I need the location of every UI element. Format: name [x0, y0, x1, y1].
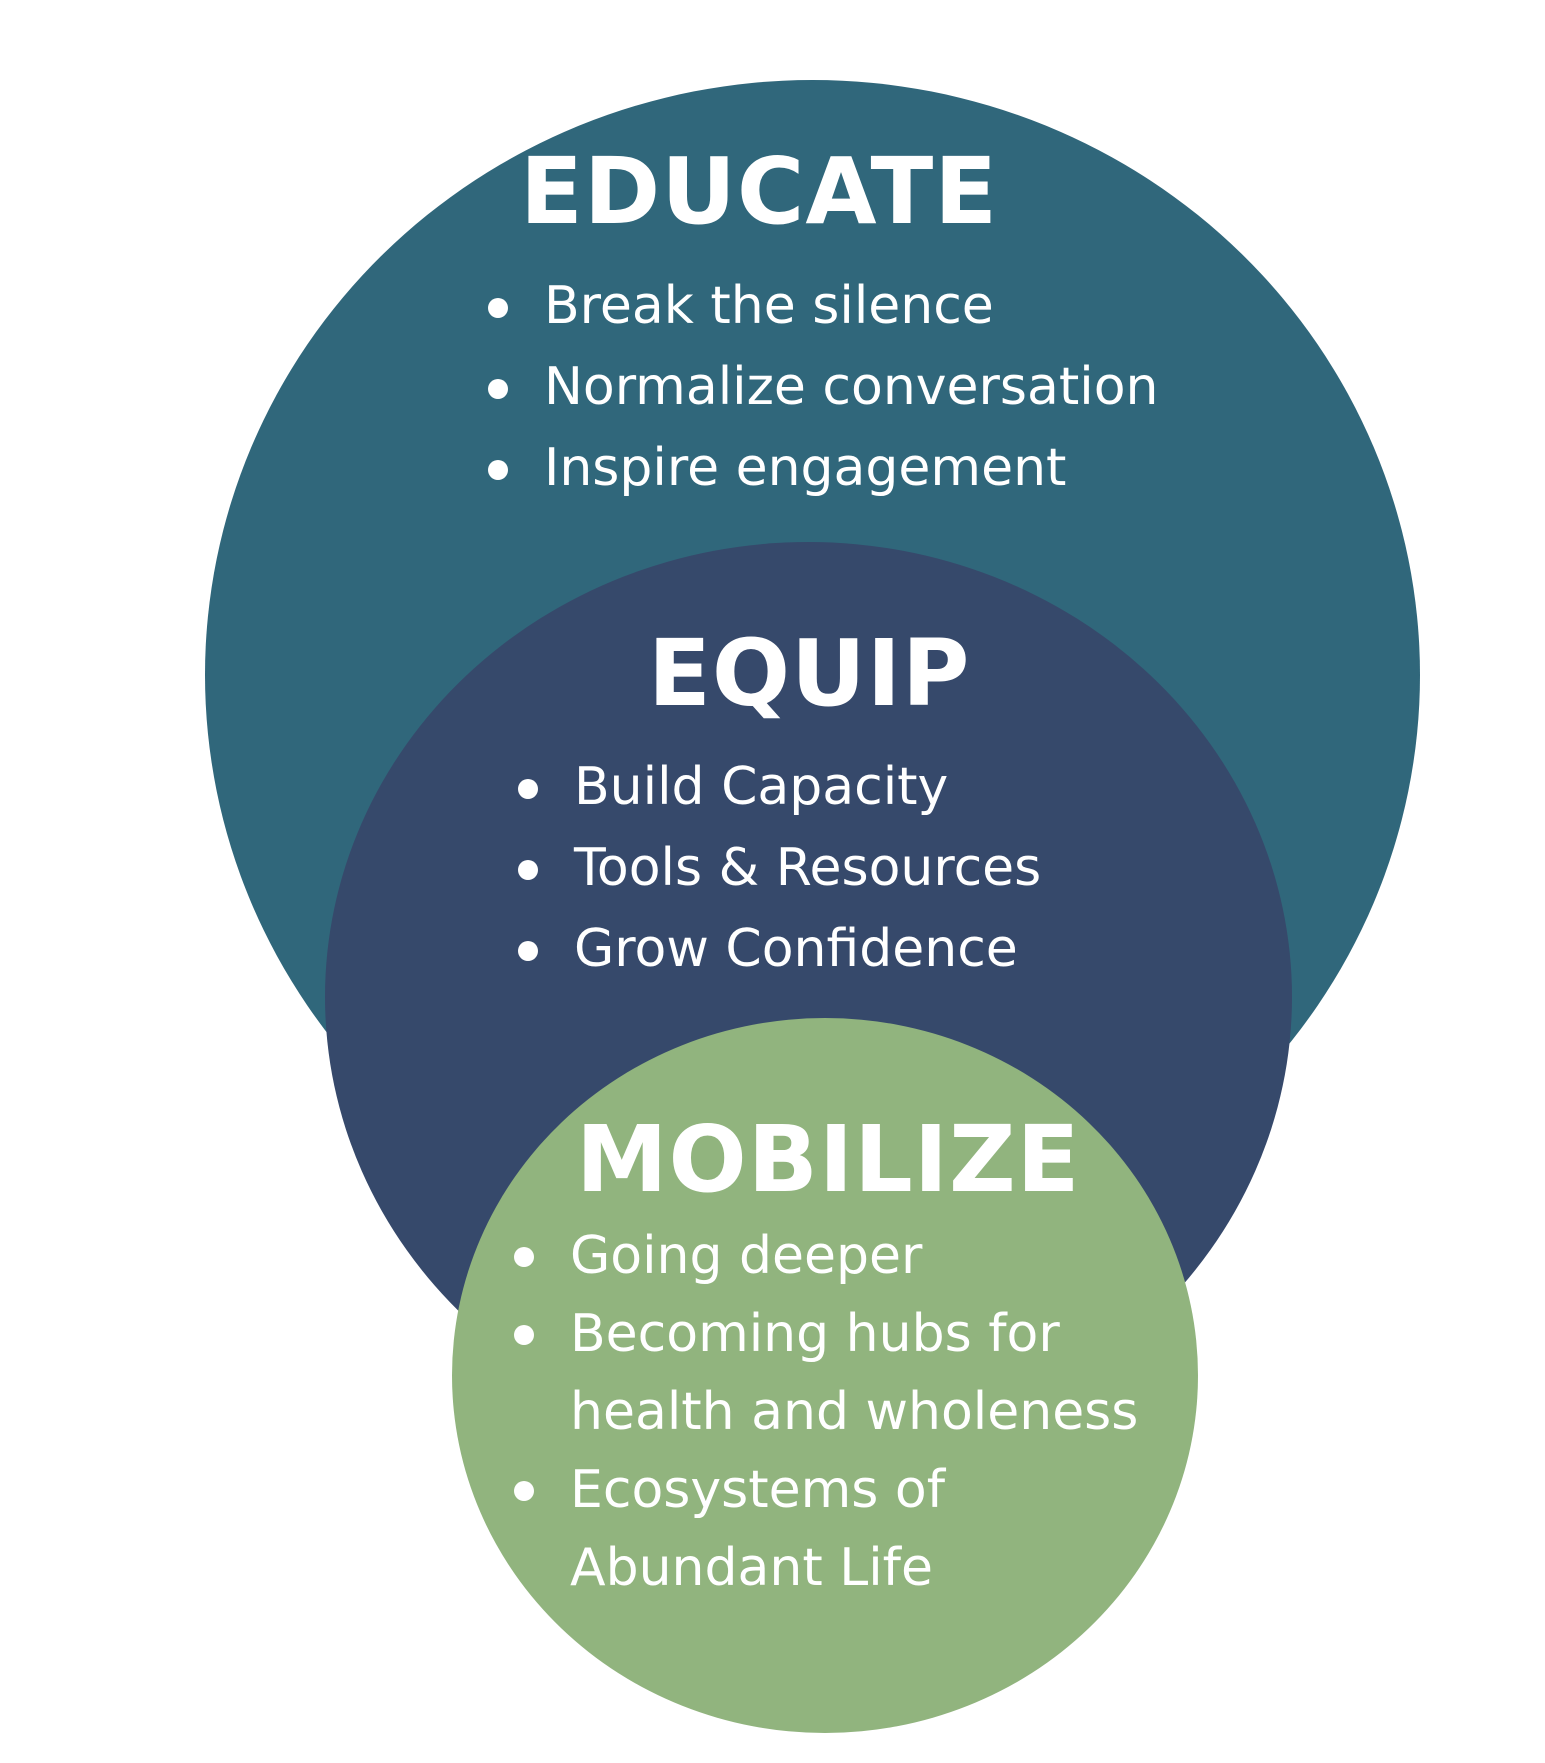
bullet-icon	[518, 779, 538, 799]
equip-list: Build Capacity Tools & Resources Grow Co…	[518, 747, 1041, 990]
mobilize-heading: MOBILIZE	[576, 1106, 1081, 1213]
mobilize-circle	[452, 1018, 1198, 1733]
list-item-label: Ecosystems of	[570, 1460, 945, 1520]
mobilize-list: Going deeper Becoming hubs for health an…	[514, 1217, 1138, 1607]
list-item-label: Abundant Life	[570, 1538, 933, 1598]
bullet-icon	[488, 460, 508, 480]
list-item-label: health and wholeness	[570, 1382, 1139, 1442]
list-item-label: Tools & Resources	[574, 838, 1042, 898]
list-item-label: Break the silence	[544, 276, 994, 336]
list-item-label: Becoming hubs for	[570, 1304, 1060, 1364]
list-item-label: Normalize conversation	[544, 357, 1159, 417]
list-item: Tools & Resources	[518, 828, 1041, 909]
bullet-icon	[488, 298, 508, 318]
bullet-icon	[514, 1247, 534, 1267]
list-item: Ecosystems of	[514, 1451, 1138, 1529]
list-item-label: Going deeper	[570, 1226, 923, 1286]
bullet-icon	[518, 941, 538, 961]
list-item: Break the silence	[488, 266, 1158, 347]
list-item: Becoming hubs for	[514, 1295, 1138, 1373]
bullet-icon	[514, 1481, 534, 1501]
list-item-label: Inspire engagement	[544, 438, 1067, 498]
list-item: health and wholeness	[514, 1373, 1138, 1451]
list-item: Inspire engagement	[488, 428, 1158, 509]
list-item: Going deeper	[514, 1217, 1138, 1295]
list-item: Build Capacity	[518, 747, 1041, 828]
list-item: Grow Confidence	[518, 909, 1041, 990]
bullet-icon	[488, 379, 508, 399]
equip-heading: EQUIP	[648, 620, 971, 727]
list-item: Normalize conversation	[488, 347, 1158, 428]
list-item-label: Grow Confidence	[574, 919, 1018, 979]
bullet-icon	[514, 1325, 534, 1345]
list-item-label: Build Capacity	[574, 757, 949, 817]
list-item: Abundant Life	[514, 1529, 1138, 1607]
educate-list: Break the silence Normalize conversation…	[488, 266, 1158, 509]
bullet-icon	[518, 860, 538, 880]
educate-heading: EDUCATE	[520, 138, 999, 245]
